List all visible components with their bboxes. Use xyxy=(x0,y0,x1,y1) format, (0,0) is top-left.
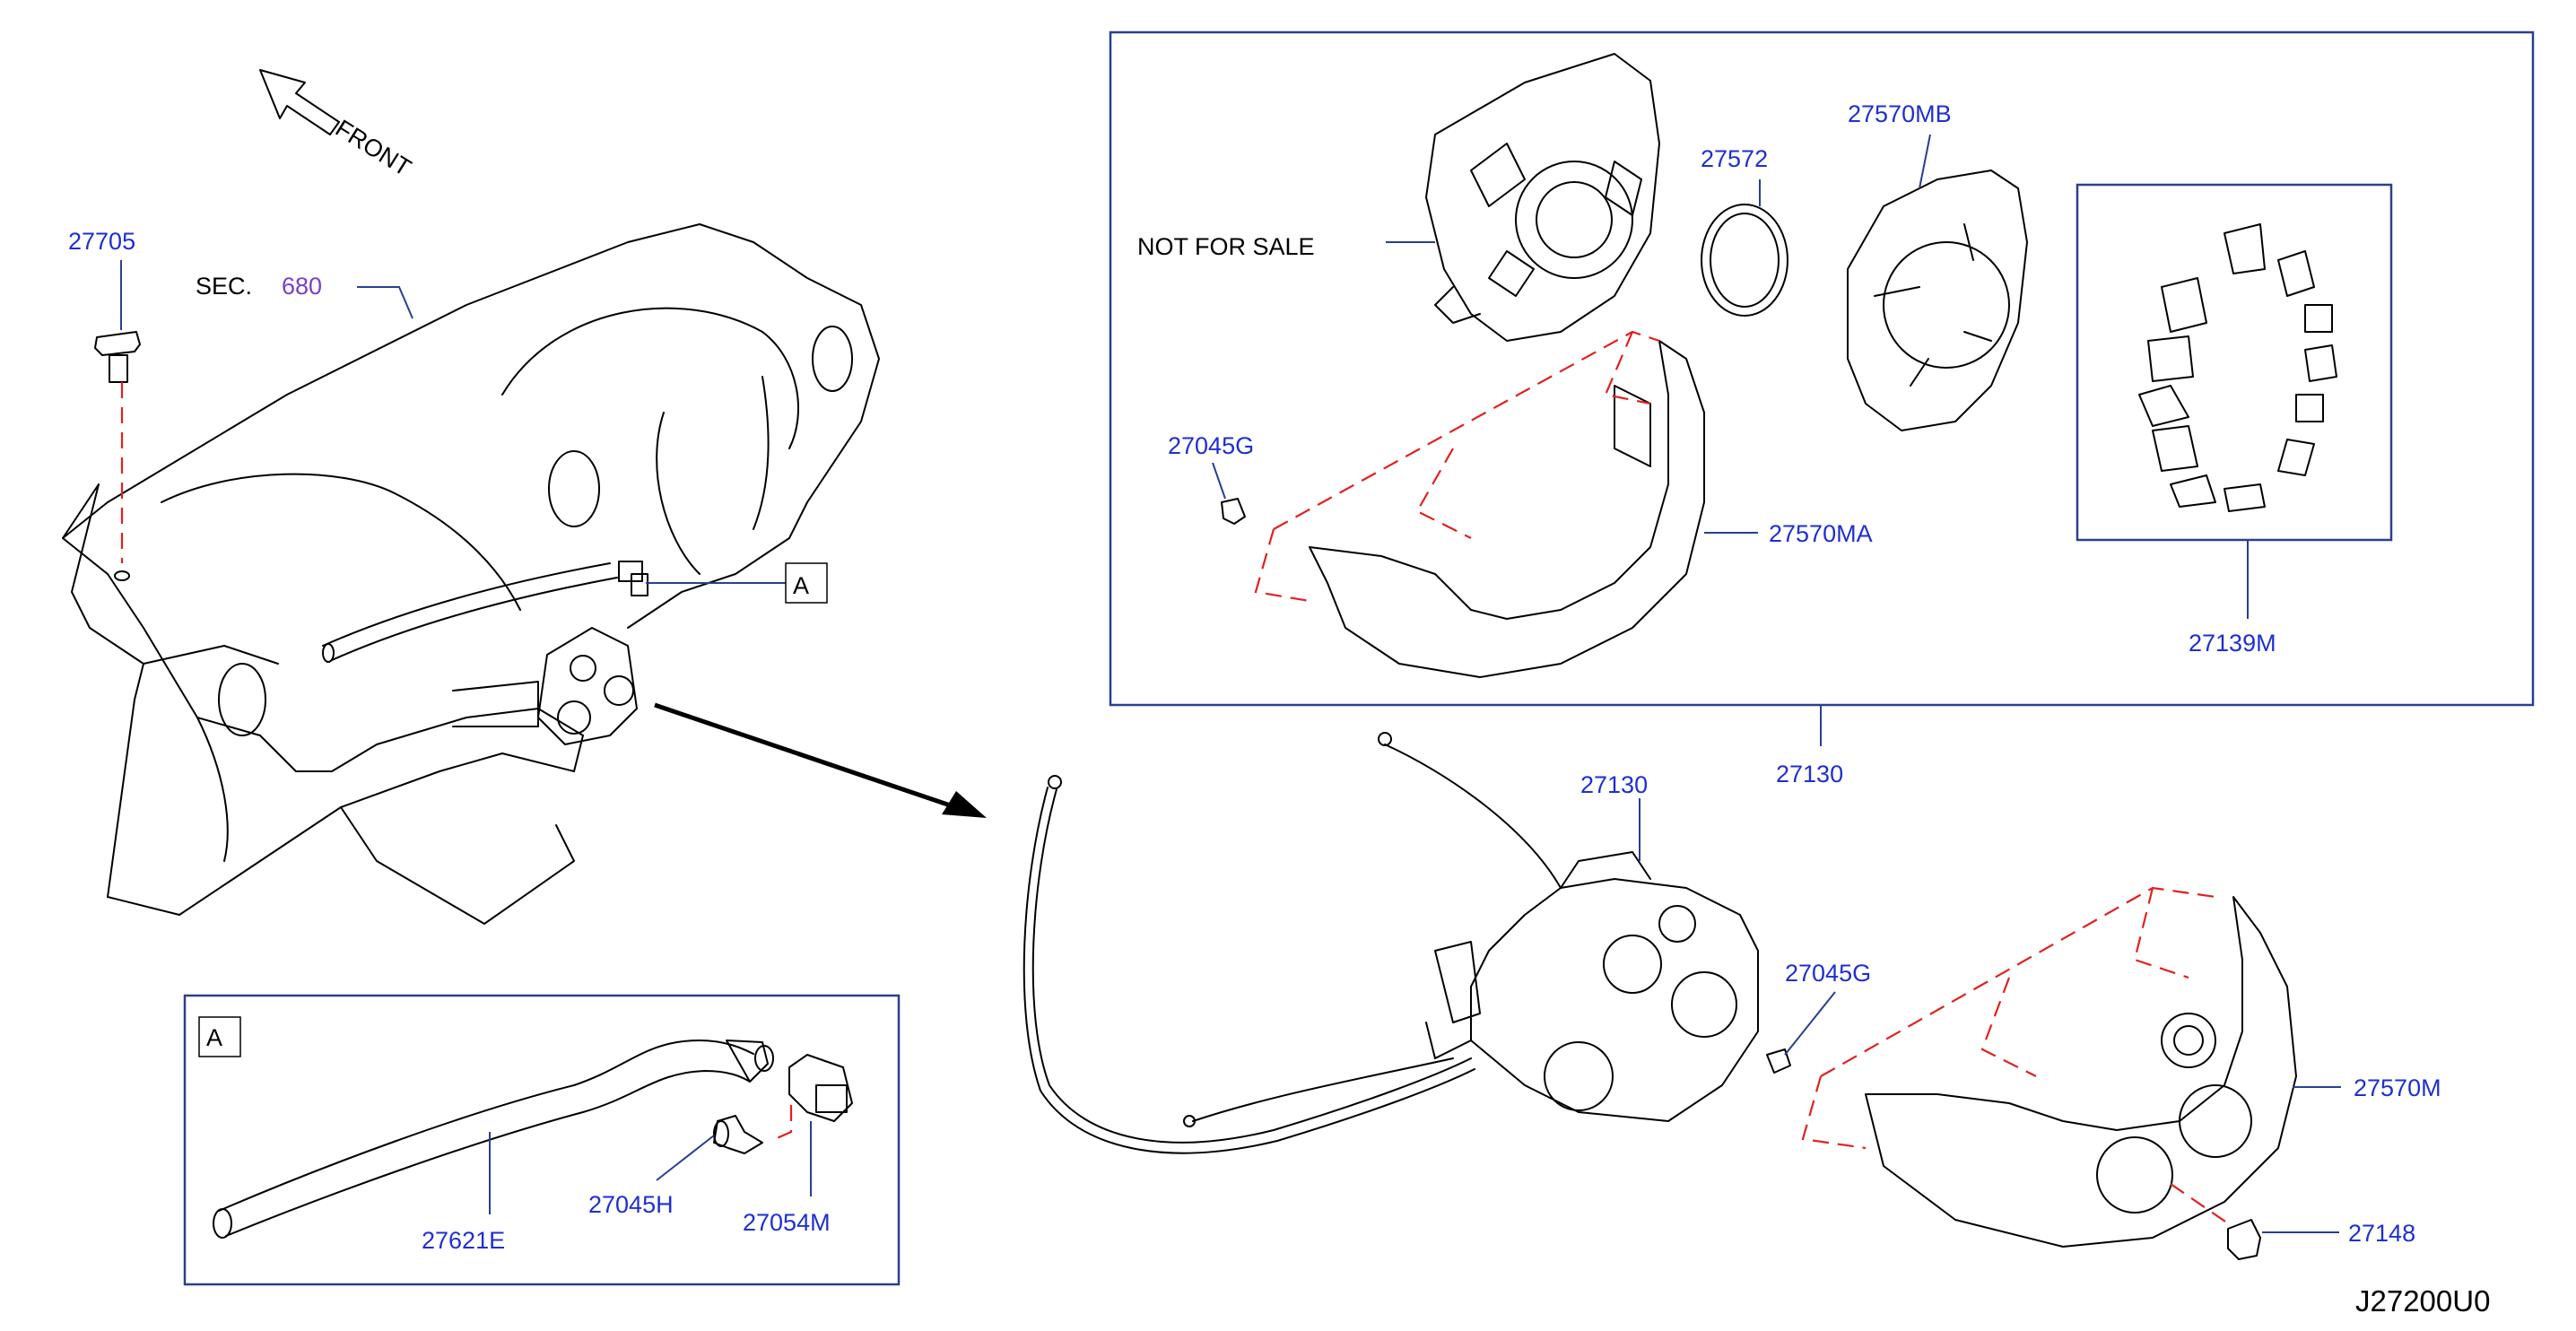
not-for-sale-label: NOT FOR SALE xyxy=(1137,233,1315,260)
part-27045H-label: 27045H xyxy=(588,1191,674,1218)
part-27054M-label: 27054M xyxy=(743,1209,831,1236)
connector-27054M-icon xyxy=(788,1054,853,1122)
diagram-code: J27200U0 xyxy=(2355,1284,2490,1318)
dashboard-panel-drawing xyxy=(62,223,880,925)
clip-27705-icon xyxy=(94,331,141,383)
control-unit-small-drawing xyxy=(452,627,638,745)
clip-27045H-icon xyxy=(713,1115,763,1154)
part-27705-label: 27705 xyxy=(68,228,135,255)
cap-27148-icon xyxy=(2227,1219,2261,1260)
heater-control-unit-drawing xyxy=(1425,851,1759,1122)
callout-letter: A xyxy=(793,572,809,599)
group-27130-box xyxy=(1109,30,2535,707)
front-label: FRONT xyxy=(331,115,416,182)
part-27570MA-label: 27570MA xyxy=(1769,520,1873,547)
part-27572-label: 27572 xyxy=(1701,145,1768,172)
part-27045G-mid-label: 27045G xyxy=(1785,960,1871,987)
knob-set-27139M-drawing xyxy=(2138,223,2337,512)
clip-27045G-top-icon xyxy=(1221,498,1246,525)
panel-27570MA-drawing xyxy=(1309,340,1705,678)
sec-number: 680 xyxy=(282,273,322,300)
inset-letter: A xyxy=(206,1024,222,1051)
part-27130-label: 27130 xyxy=(1580,771,1648,798)
sec-label: SEC. xyxy=(196,273,252,300)
control-panel-housing-drawing xyxy=(1425,53,1660,342)
part-27621E-label: 27621E xyxy=(422,1227,505,1254)
front-arrow-icon xyxy=(259,69,340,135)
control-cables-drawing xyxy=(1023,732,1562,1154)
clip-27045G-mid-icon xyxy=(1766,1048,1791,1074)
part-27130-group-label: 27130 xyxy=(1776,761,1843,787)
part-27570MB-label: 27570MB xyxy=(1848,100,1952,127)
part-27045G-top-label: 27045G xyxy=(1168,432,1254,459)
part-27148-label: 27148 xyxy=(2348,1220,2415,1247)
part-27570M-label: 27570M xyxy=(2354,1074,2441,1101)
knob-set-27139M-box xyxy=(2076,183,2393,542)
ring-27572-icon xyxy=(1701,204,1788,317)
hose-27621E-drawing xyxy=(213,1040,774,1239)
inset-a-box xyxy=(183,994,901,1286)
pointer-arrow-icon xyxy=(654,702,987,818)
part-27139M-label: 27139M xyxy=(2189,630,2276,657)
hose-assembly-drawing xyxy=(322,561,648,663)
bezel-27570MB-drawing xyxy=(1847,170,2028,431)
panel-27570M-drawing xyxy=(1865,896,2297,1248)
